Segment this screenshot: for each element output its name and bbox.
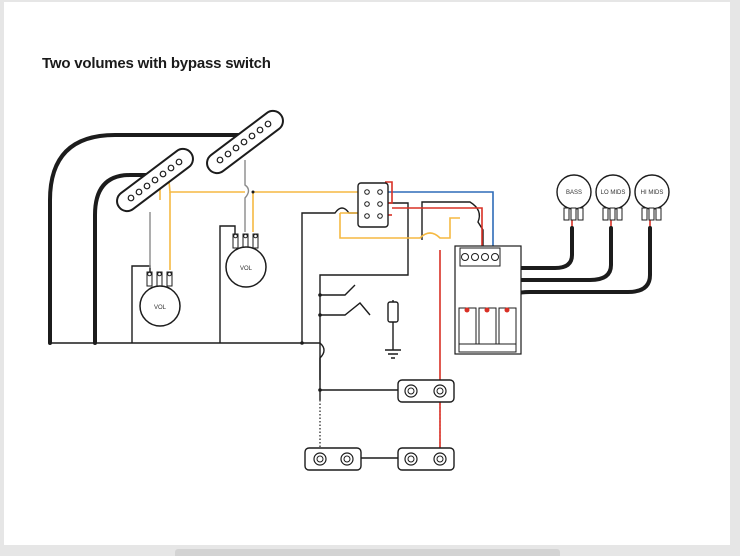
orange-wires bbox=[159, 169, 460, 270]
junction-dots bbox=[251, 190, 322, 392]
bass-pot: BASS bbox=[556, 174, 592, 221]
neck-pickup bbox=[206, 109, 284, 175]
hi-mids-pot: HI MIDS bbox=[634, 174, 670, 221]
volume-pot-neck-label: VOL bbox=[240, 266, 253, 272]
ground-bus-wires bbox=[50, 201, 484, 460]
lo-mids-pot-label: LO MIDS bbox=[601, 190, 626, 196]
battery-clip-lower-right bbox=[397, 447, 455, 471]
lo-mids-pot: LO MIDS bbox=[595, 174, 631, 221]
output-jack bbox=[387, 301, 399, 330]
battery-clip-lower-left bbox=[304, 447, 362, 471]
hi-mids-pot-label: HI MIDS bbox=[641, 190, 664, 196]
volume-pot-neck: VOL bbox=[225, 233, 267, 288]
scroll-indicator[interactable] bbox=[175, 549, 560, 556]
diagram-title: Two volumes with bypass switch bbox=[42, 55, 271, 72]
blue-wires bbox=[385, 191, 494, 248]
battery-clip-upper bbox=[397, 379, 455, 403]
gray-wires bbox=[149, 160, 250, 268]
bass-pot-label: BASS bbox=[566, 190, 582, 196]
ground-cables bbox=[48, 133, 247, 345]
volume-pot-bridge-label: VOL bbox=[154, 305, 167, 311]
bridge-pickup bbox=[116, 147, 194, 213]
preamp-board bbox=[454, 245, 522, 355]
bypass-switch bbox=[357, 182, 389, 228]
volume-pot-bridge: VOL bbox=[139, 271, 181, 327]
